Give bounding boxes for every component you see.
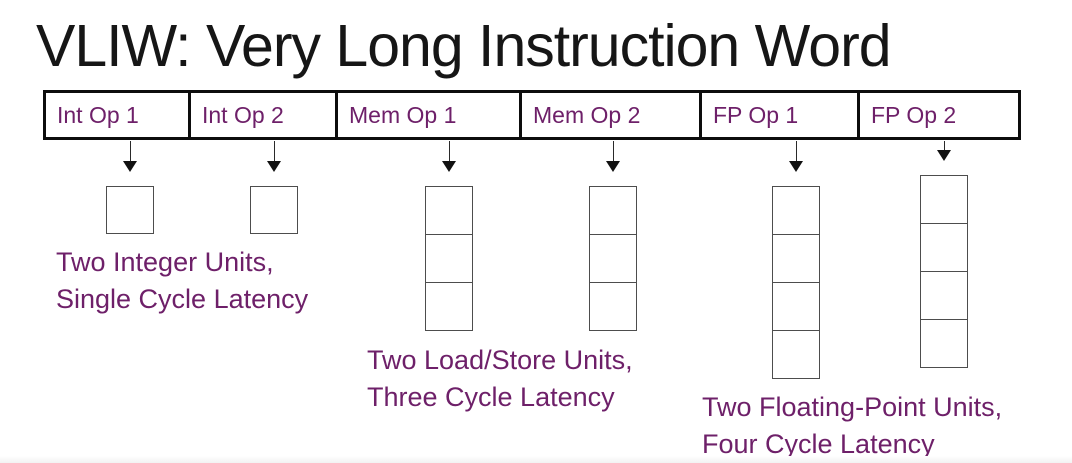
arrow-shaft xyxy=(273,141,275,161)
pipeline-stage-cell xyxy=(589,186,637,235)
load-store-unit-2 xyxy=(589,186,637,331)
word-slot-mem-op-2: Mem Op 2 xyxy=(522,93,702,137)
caption-line: Four Cycle Latency xyxy=(702,429,935,459)
pipeline-stage-cell xyxy=(589,234,637,283)
pipeline-stage-cell xyxy=(425,234,473,283)
arrow-shaft xyxy=(943,141,945,150)
pipeline-stage-cell xyxy=(106,186,154,234)
caption-line: Two Floating-Point Units, xyxy=(702,392,1003,422)
floating-point-unit-1 xyxy=(772,186,820,379)
word-slot-int-op-2: Int Op 2 xyxy=(191,93,338,137)
pipeline-stage-cell xyxy=(425,186,473,235)
caption-line: Two Load/Store Units, xyxy=(367,345,633,375)
arrow-shaft xyxy=(448,141,450,161)
caption-line: Three Cycle Latency xyxy=(367,382,615,412)
word-slot-fp-op-1: FP Op 1 xyxy=(702,93,860,137)
pipeline-stage-cell xyxy=(772,330,820,379)
arrowhead-icon xyxy=(123,161,137,172)
integer-unit-2 xyxy=(250,186,298,234)
word-slot-mem-op-1: Mem Op 1 xyxy=(338,93,522,137)
caption-integer-units: Two Integer Units, Single Cycle Latency xyxy=(56,244,308,318)
down-arrow-integer-unit-1 xyxy=(123,141,137,172)
load-store-unit-1 xyxy=(425,186,473,331)
arrowhead-icon xyxy=(937,150,951,161)
pipeline-stage-cell xyxy=(250,186,298,234)
arrow-shaft xyxy=(129,141,131,161)
arrowhead-icon xyxy=(789,161,803,172)
integer-unit-1 xyxy=(106,186,154,234)
arrow-shaft xyxy=(795,141,797,161)
word-slot-fp-op-2: FP Op 2 xyxy=(860,93,1018,137)
caption-load-store-units: Two Load/Store Units, Three Cycle Latenc… xyxy=(367,342,633,416)
down-arrow-integer-unit-2 xyxy=(267,141,281,172)
down-arrow-floating-point-unit-2 xyxy=(937,141,951,161)
pipeline-stage-cell xyxy=(425,282,473,331)
slide-bottom-edge xyxy=(0,456,1072,463)
word-slot-label: Mem Op 2 xyxy=(533,101,641,128)
pipeline-stage-cell xyxy=(920,319,968,368)
down-arrow-floating-point-unit-1 xyxy=(789,141,803,172)
word-slot-int-op-1: Int Op 1 xyxy=(46,93,191,137)
pipeline-stage-cell xyxy=(920,223,968,272)
instruction-word-row: Int Op 1 Int Op 2 Mem Op 1 Mem Op 2 FP Op 1 F… xyxy=(43,90,1021,140)
pipeline-stage-cell xyxy=(772,234,820,283)
pipeline-stage-cell xyxy=(589,282,637,331)
caption-line: Two Integer Units, xyxy=(56,247,274,277)
page-title: VLIW: Very Long Instruction Word xyxy=(36,13,892,79)
arrowhead-icon xyxy=(606,161,620,172)
word-slot-label: Int Op 1 xyxy=(57,101,139,128)
floating-point-unit-2 xyxy=(920,175,968,368)
down-arrow-load-store-unit-1 xyxy=(442,141,456,172)
arrow-shaft xyxy=(612,141,614,161)
word-slot-label: FP Op 1 xyxy=(713,101,799,128)
word-slot-label: Mem Op 1 xyxy=(349,101,457,128)
pipeline-stage-cell xyxy=(772,282,820,331)
caption-floating-point-units: Two Floating-Point Units, Four Cycle Lat… xyxy=(702,389,1002,463)
pipeline-stage-cell xyxy=(920,175,968,224)
caption-line: Single Cycle Latency xyxy=(56,284,309,314)
down-arrow-load-store-unit-2 xyxy=(606,141,620,172)
pipeline-stage-cell xyxy=(772,186,820,235)
arrowhead-icon xyxy=(442,161,456,172)
pipeline-stage-cell xyxy=(920,271,968,320)
word-slot-label: Int Op 2 xyxy=(202,101,284,128)
word-slot-label: FP Op 2 xyxy=(871,101,957,128)
arrowhead-icon xyxy=(267,161,281,172)
